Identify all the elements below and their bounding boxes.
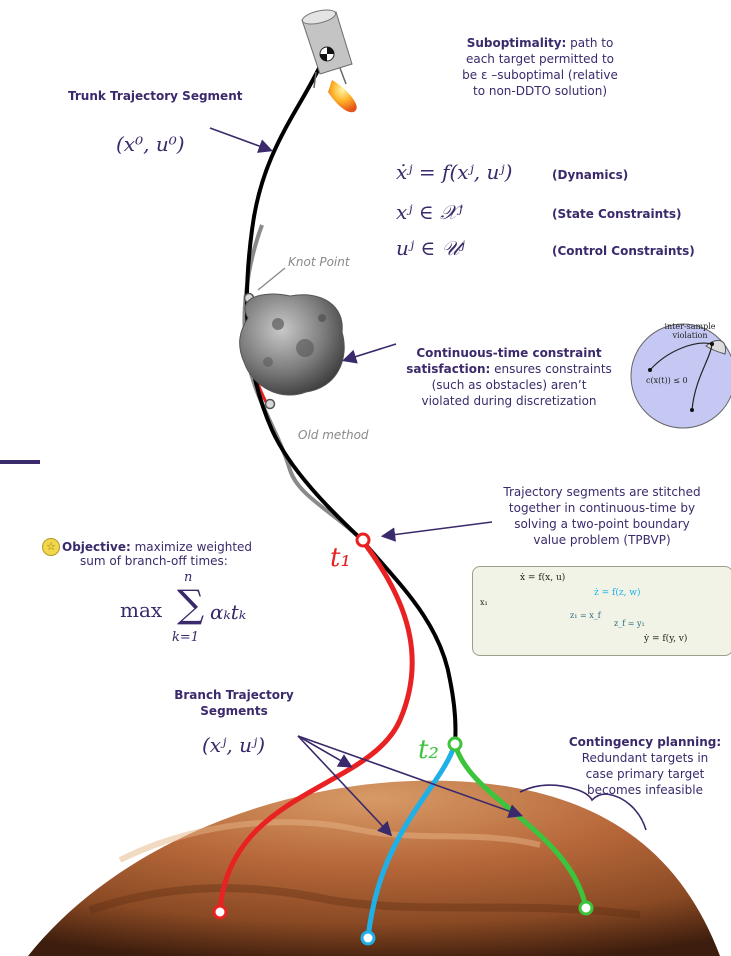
asteroid-obstacle [239,293,345,396]
constraint-control-math: uʲ ∈ 𝒰ʲ [396,236,465,260]
contingency-title: Contingency planning: [568,735,722,749]
branch-cyan [365,743,458,939]
objective-line2: sum of branch-off times: [80,554,228,568]
trunk-math: (x⁰, u⁰) [116,132,185,156]
tpbvp-inset [472,566,731,656]
continuous-line3: (such as obstacles) aren’t [431,378,587,392]
left-accent-bar [0,460,40,464]
inset-violation-line1: inter-sample [664,322,716,331]
arrow-branch-1 [297,735,524,819]
trunk-trajectory [244,61,458,745]
objective-n: n [184,570,193,585]
continuous-note: Continuous-time constraint satisfaction:… [394,345,624,409]
contingency-line2: Redundant targets in [581,751,709,765]
contingency-brace [519,784,647,831]
contingency-line3: case primary target [585,767,705,781]
suboptimality-line4: to non-DDTO solution) [472,84,607,98]
continuous-line2: ensures constraints [490,362,612,376]
constraint-control-tag: (Control Constraints) [552,244,695,258]
branch-red [217,538,415,911]
stitch-line2: together in continuous-time by [508,501,696,515]
tpbvp-x1: x₁ [480,598,488,607]
tpbvp-ydot: ẏ = f(y, v) [644,634,688,644]
branch-title: Branch Trajectory Segments [164,687,304,719]
arrow-trunk [209,127,274,153]
suboptimality-line2: each target permitted to [465,52,615,66]
arrow-branch-3 [297,735,393,837]
arrow-stitch [380,521,493,542]
constraint-state-tag: (State Constraints) [552,207,682,221]
objective-max: max [120,598,163,622]
lander-icon [301,9,357,113]
constraint-dynamics-math: ẋʲ = f(xʲ, uʲ) [396,160,513,184]
contingency-line4: becomes infeasible [587,783,703,797]
tpbvp-zf: z_f = y₁ [614,619,645,628]
arrow-continuous [341,343,397,364]
continuous-line4: violated during discretization [421,394,597,408]
objective-line1: Objective: maximize weighted [62,540,252,554]
objective-k1: k=1 [172,630,200,645]
branch-math: (xʲ, uʲ) [202,733,266,757]
inset-constraint-label: c(x(t)) ≤ 0 [646,376,688,385]
objective-title: Objective: [62,540,131,554]
trunk-title: Trunk Trajectory Segment [68,89,243,103]
tpbvp-xdot: ẋ = f(x, u) [520,573,566,583]
star-icon: ☆ [42,538,60,556]
inset-violation-line2: violation [672,331,708,340]
continuous-title1: Continuous-time constraint [416,346,602,360]
arrow-branch-2 [297,735,353,768]
continuous-title2: satisfaction: [406,362,491,376]
contingency-note: Contingency planning: Redundant targets … [560,734,730,798]
objective-rest1: maximize weighted [130,540,253,554]
t2-label: t₂ [418,735,439,765]
inset-violation-label: inter-sample violation [650,322,730,340]
target-green [578,900,594,916]
stitch-note: Trajectory segments are stitched togethe… [482,484,722,548]
tpbvp-zdot: ż = f(z, w) [594,588,641,598]
branch-line1: Branch Trajectory [174,688,294,702]
constraint-dynamics-tag: (Dynamics) [552,168,629,182]
stitch-line3: solving a two-point boundary [514,517,690,531]
target-red [212,904,228,920]
t1-node [355,532,371,548]
suboptimality-line1: path to [566,36,614,50]
branch-line2: Segments [200,704,268,718]
objective-sigma: ∑ [177,582,205,626]
arrow-knot [257,267,286,291]
knot-point-2 [264,398,276,410]
tpbvp-z1: z₁ = x_f [570,611,601,620]
constraint-state-math: xʲ ∈ 𝒳ʲ [396,200,463,224]
inset-constraint-diagram [630,323,731,429]
suboptimality-line3: be ε –suboptimal (relative [462,68,618,82]
stitch-line4: value problem (TPBVP) [533,533,671,547]
suboptimality-title: Suboptimality: [466,36,567,50]
t2-node [447,736,463,752]
target-cyan [360,930,376,946]
old-method-label: Old method [298,428,369,442]
t1-label: t₁ [330,543,351,573]
planet-mars [28,780,720,956]
stitch-line1: Trajectory segments are stitched [503,485,701,499]
objective-term: αₖtₖ [210,600,247,624]
knot-point-label: Knot Point [288,255,350,269]
suboptimality-note: Suboptimality: path to each target permi… [440,35,640,99]
